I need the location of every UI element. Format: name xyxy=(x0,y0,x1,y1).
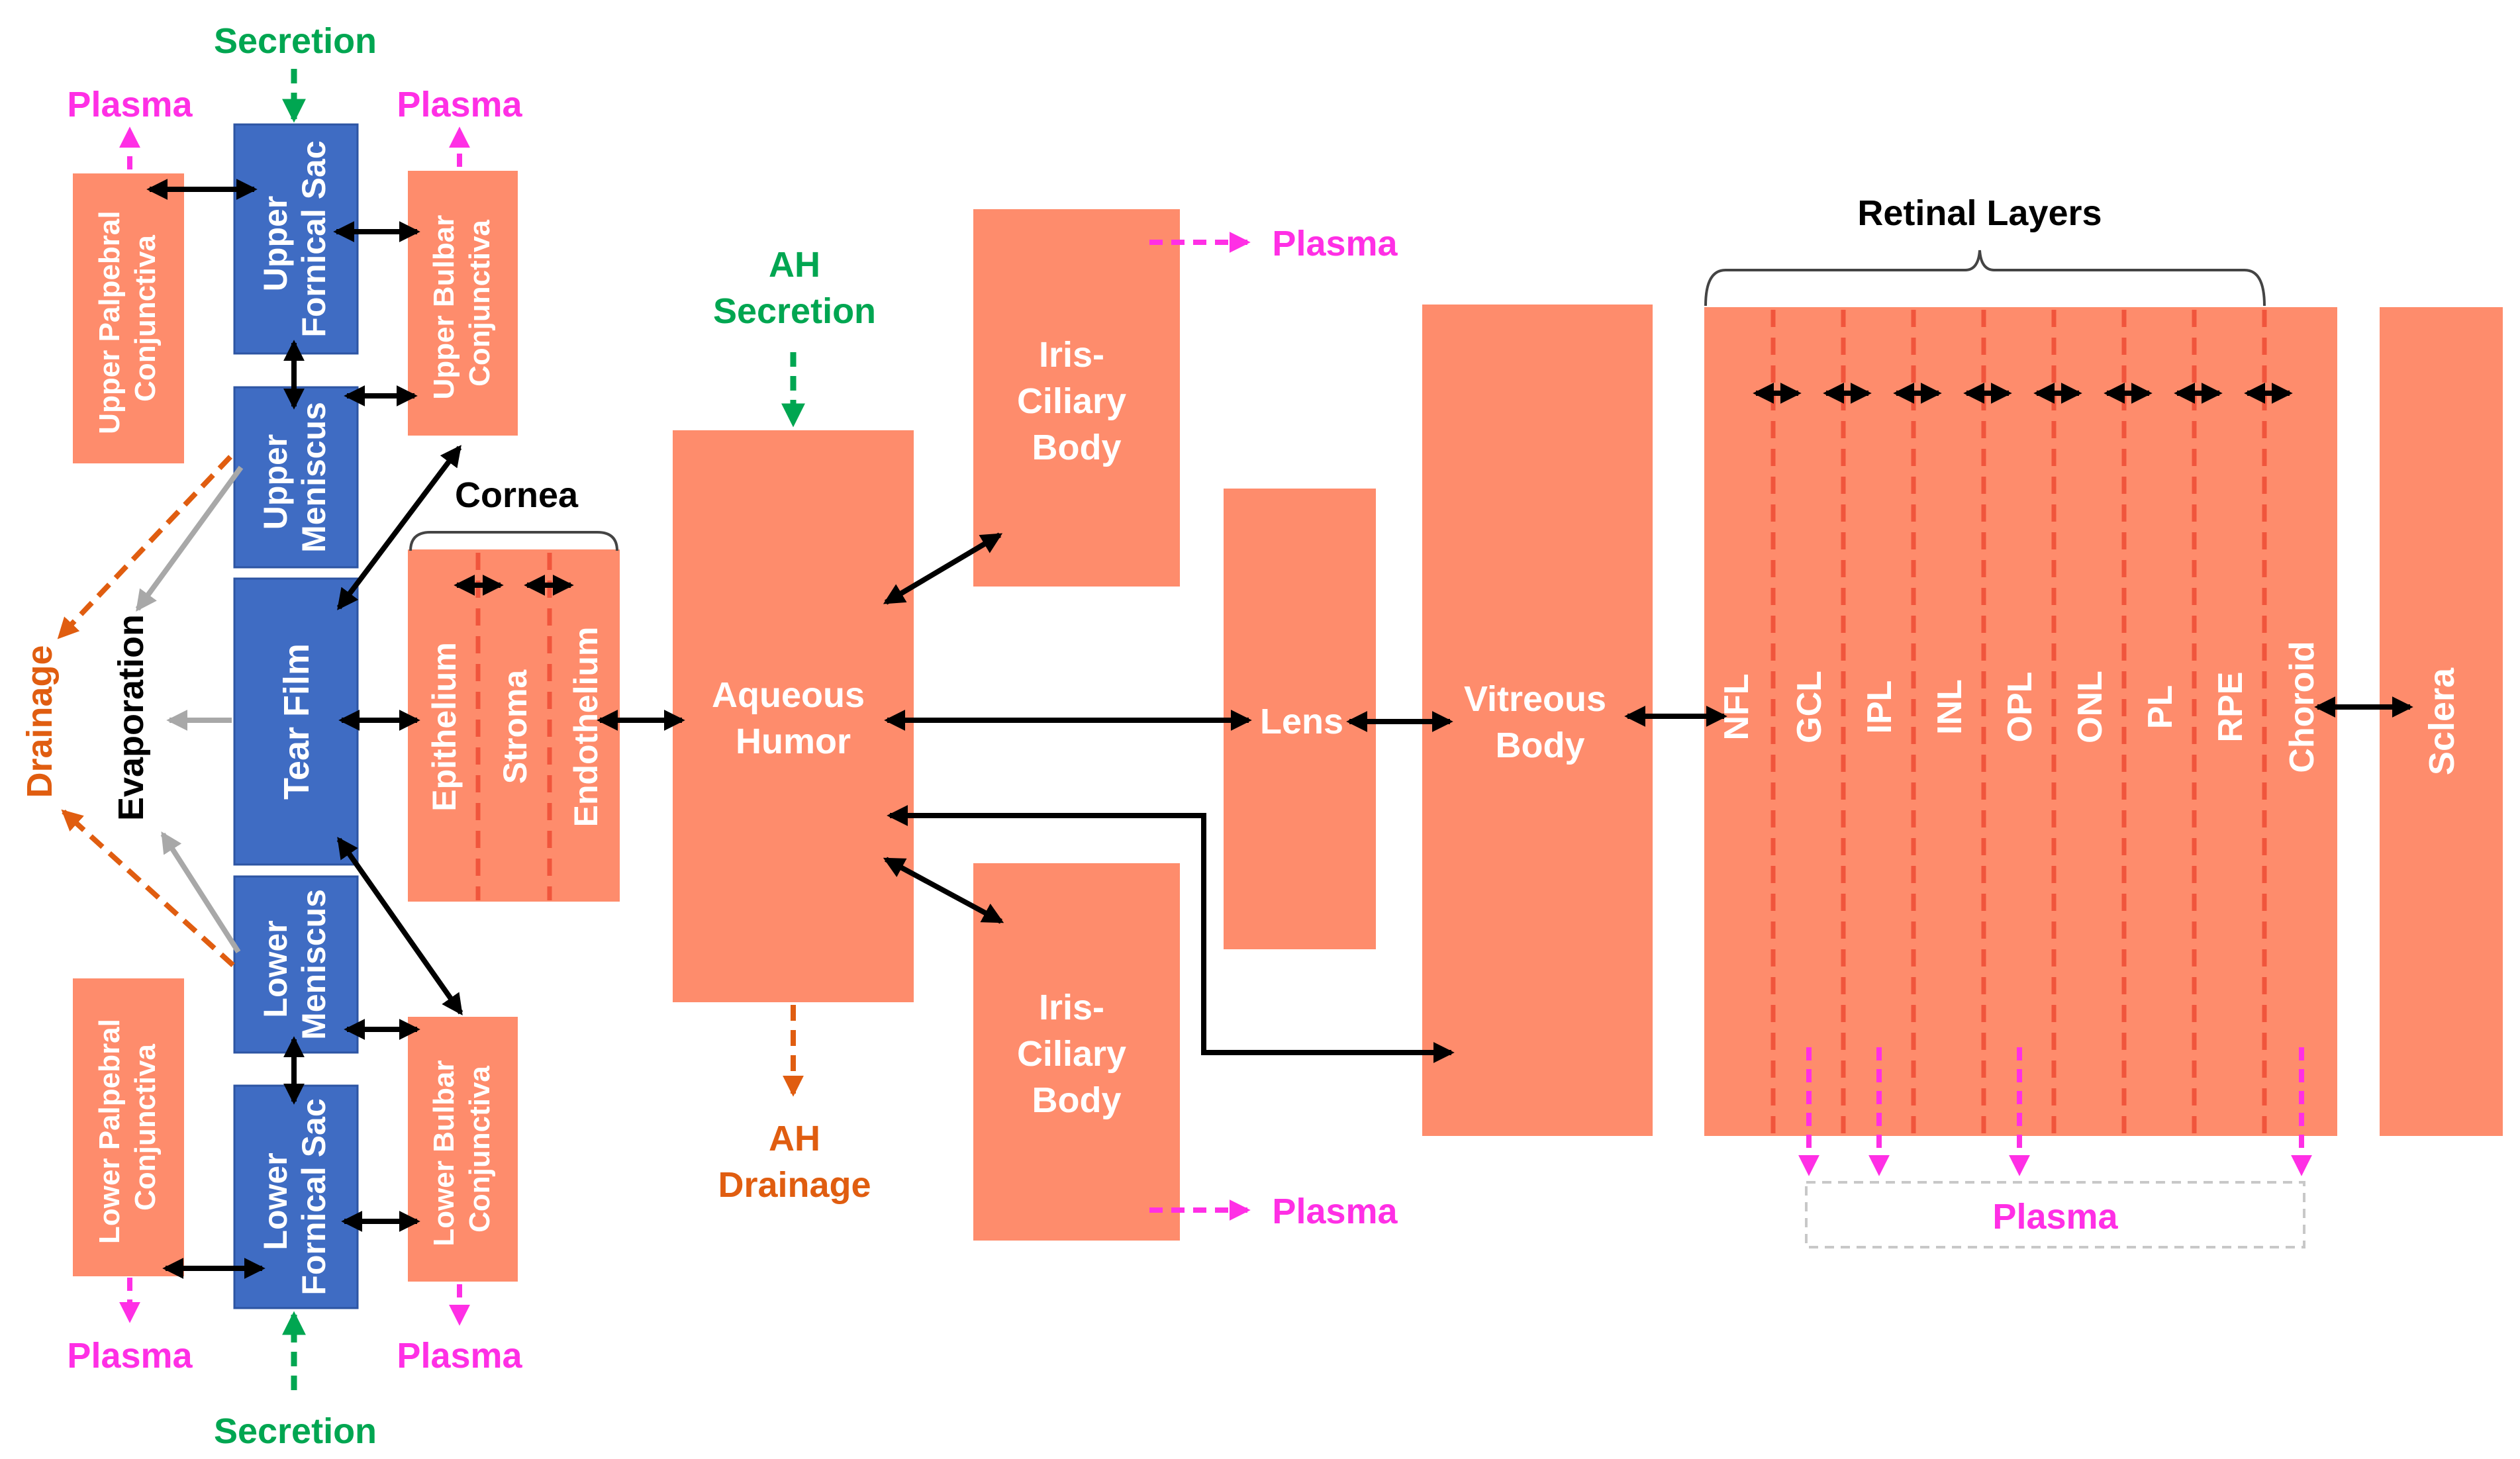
lower-palpebral-conjunctiva-label: Lower Palpebral Conjunctiva xyxy=(93,1011,162,1244)
plasma-label-lbulbar: Plasma xyxy=(397,1336,522,1376)
plasma-label-iris-lower: Plasma xyxy=(1272,1192,1398,1231)
plasma-label-lpalp: Plasma xyxy=(67,1336,193,1376)
arrow-aqueous-vitreous xyxy=(887,805,1455,1063)
iris-ciliary-upper-label: Iris- Ciliary Body xyxy=(1017,335,1136,467)
cornea-title: Cornea xyxy=(455,475,579,515)
retinal-layers-title: Retinal Layers xyxy=(1857,193,2102,233)
plasma-arrows xyxy=(119,126,2312,1326)
drainage-label: Drainage xyxy=(20,645,60,798)
retina-layer-opl: OPL xyxy=(2001,672,2039,743)
retina-layer-gcl: GCL xyxy=(1790,671,1829,743)
tear-film-label: Tear Film xyxy=(277,643,316,800)
sclera-label: Sclera xyxy=(2422,667,2462,775)
plasma-label-retina: Plasma xyxy=(1992,1197,2118,1237)
retinal-layer-labels: NFL GCL IPL INL OPL ONL PL RPE Choroid xyxy=(1718,641,2321,773)
upper-palpebral-conjunctiva-label: Upper Palpebral Conjunctiva xyxy=(93,203,162,434)
iris-ciliary-upper-box xyxy=(973,209,1180,587)
retina-box xyxy=(1704,307,2337,1136)
arrow-aqueous-iris-upper xyxy=(883,532,1003,605)
vitreous-body-label: Vitreous Body xyxy=(1464,679,1616,765)
retina-layer-onl: ONL xyxy=(2071,671,2109,743)
lower-fornical-sac-label: Lower Fornical Sac xyxy=(257,1098,332,1295)
secretion-bottom-label: Secretion xyxy=(214,1411,377,1451)
retina-layer-choroid: Choroid xyxy=(2283,641,2321,773)
sclera-box xyxy=(2380,307,2503,1136)
cornea-layer-epithelium: Epithelium xyxy=(426,642,463,812)
plasma-label-ubulbar: Plasma xyxy=(397,85,522,124)
evaporation-lower-arrow xyxy=(160,831,241,954)
lower-bulbar-conjunctiva-box xyxy=(408,1017,518,1282)
retina-layer-pl: PL xyxy=(2141,685,2180,729)
secretion-arrows xyxy=(282,69,805,1390)
secretion-top-label: Secretion xyxy=(214,21,377,61)
drainage-lower-arrow xyxy=(61,809,235,967)
lower-meniscus-label: Lower Meniscus xyxy=(257,889,332,1040)
upper-meniscus-label: Upper Meniscus xyxy=(257,402,332,553)
arrow-tearfilm-lbulbar xyxy=(336,837,463,1015)
ah-drainage-label-1: AH xyxy=(769,1119,820,1158)
ah-secretion-label-2: Secretion xyxy=(713,291,876,331)
ah-drainage-label-2: Drainage xyxy=(718,1165,871,1205)
cornea-brace xyxy=(409,531,618,551)
aqueous-humor-box xyxy=(673,430,914,1002)
plasma-label-iris-upper: Plasma xyxy=(1272,224,1398,263)
ah-secretion-label-1: AH xyxy=(769,245,820,285)
retina-brace xyxy=(1704,250,2266,306)
cornea-layer-stroma: Stroma xyxy=(497,669,534,784)
retina-plasma-box xyxy=(1805,1181,2305,1248)
retina-layer-rpe: RPE xyxy=(2211,672,2250,743)
vitreous-body-box xyxy=(1422,305,1653,1136)
drainage-arrows xyxy=(57,455,804,1097)
transfer-arrows xyxy=(146,179,2413,1279)
evaporation-upper-arrow xyxy=(135,465,244,612)
evaporation-arrows xyxy=(135,465,244,954)
cornea-layer-endothelium: Endothelium xyxy=(567,627,605,827)
retina-layer-inl: INL xyxy=(1931,679,1969,735)
plasma-label-upalp: Plasma xyxy=(67,85,193,124)
retina-layer-nfl: NFL xyxy=(1718,673,1756,740)
lower-meniscus-box xyxy=(233,875,359,1054)
lower-bulbar-conjunctiva-label: Lower Bulbar Conjunctiva xyxy=(428,1052,496,1246)
tear-film-box xyxy=(233,577,359,866)
aqueous-humor-label: Aqueous Humor xyxy=(712,675,875,761)
iris-ciliary-lower-label: Iris- Ciliary Body xyxy=(1017,988,1136,1120)
lens-label: Lens xyxy=(1260,702,1343,741)
arrow-tearfilm-ubulbar xyxy=(336,445,462,610)
lower-palpebral-conjunctiva-box xyxy=(73,978,184,1276)
retina-layer-ipl: IPL xyxy=(1861,681,1899,734)
upper-bulbar-conjunctiva-box xyxy=(408,171,518,436)
upper-palpebral-conjunctiva-box xyxy=(73,173,184,463)
drainage-upper-arrow xyxy=(57,455,232,639)
upper-meniscus-box xyxy=(233,386,359,569)
upper-bulbar-conjunctiva-label: Upper Bulbar Conjunctiva xyxy=(428,207,496,400)
evaporation-label: Evaporation xyxy=(111,614,151,821)
upper-fornical-sac-label: Upper Fornical Sac xyxy=(257,140,332,337)
